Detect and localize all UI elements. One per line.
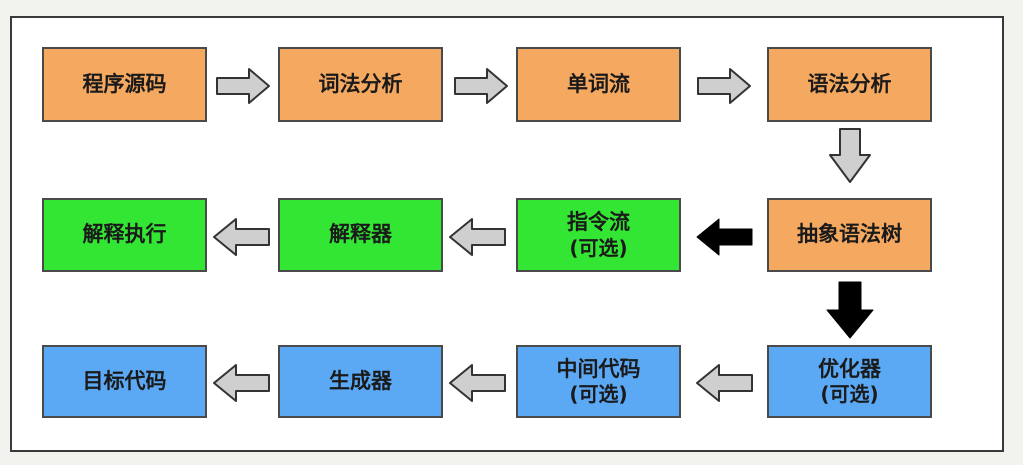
node-token-stream-label: 单词流 (567, 71, 630, 96)
node-intermediate-code-optional: (可选) (569, 382, 628, 407)
node-generator-label: 生成器 (329, 368, 392, 393)
node-optimizer: 优化器 (可选) (767, 345, 932, 418)
node-generator: 生成器 (278, 345, 443, 418)
node-lexical-analysis-label: 词法分析 (318, 71, 403, 96)
arrow-down-icon (826, 281, 874, 339)
node-syntax-analysis: 语法分析 (767, 47, 932, 122)
arrow-left-icon (213, 364, 270, 402)
arrow-right-icon (697, 68, 751, 104)
node-instruction-stream-label: 指令流 (567, 210, 630, 235)
arrow-left-icon (696, 218, 753, 256)
node-optimizer-optional: (可选) (820, 382, 879, 407)
arrow-left-icon (449, 218, 506, 256)
node-interpret-execute-label: 解释执行 (82, 222, 167, 247)
arrow-down-icon (829, 128, 871, 183)
node-source-code-label: 程序源码 (82, 71, 167, 96)
node-target-code: 目标代码 (42, 345, 207, 418)
node-instruction-stream: 指令流 (可选) (516, 198, 681, 272)
node-syntax-analysis-label: 语法分析 (807, 71, 892, 96)
node-abstract-syntax-tree-label: 抽象语法树 (797, 222, 902, 247)
node-instruction-stream-optional: (可选) (569, 235, 628, 260)
arrow-left-icon (449, 364, 506, 402)
node-token-stream: 单词流 (516, 47, 681, 122)
arrow-right-icon (216, 68, 270, 104)
node-interpreter: 解释器 (278, 198, 443, 272)
node-abstract-syntax-tree: 抽象语法树 (767, 198, 932, 272)
node-source-code: 程序源码 (42, 47, 207, 122)
node-intermediate-code-label: 中间代码 (556, 356, 641, 381)
arrow-left-icon (696, 364, 753, 402)
arrow-right-icon (454, 68, 508, 104)
node-target-code-label: 目标代码 (82, 368, 167, 393)
node-optimizer-label: 优化器 (818, 356, 881, 381)
node-lexical-analysis: 词法分析 (278, 47, 443, 122)
arrow-left-icon (213, 218, 270, 256)
node-intermediate-code: 中间代码 (可选) (516, 345, 681, 418)
node-interpreter-label: 解释器 (329, 222, 392, 247)
node-interpret-execute: 解释执行 (42, 198, 207, 272)
